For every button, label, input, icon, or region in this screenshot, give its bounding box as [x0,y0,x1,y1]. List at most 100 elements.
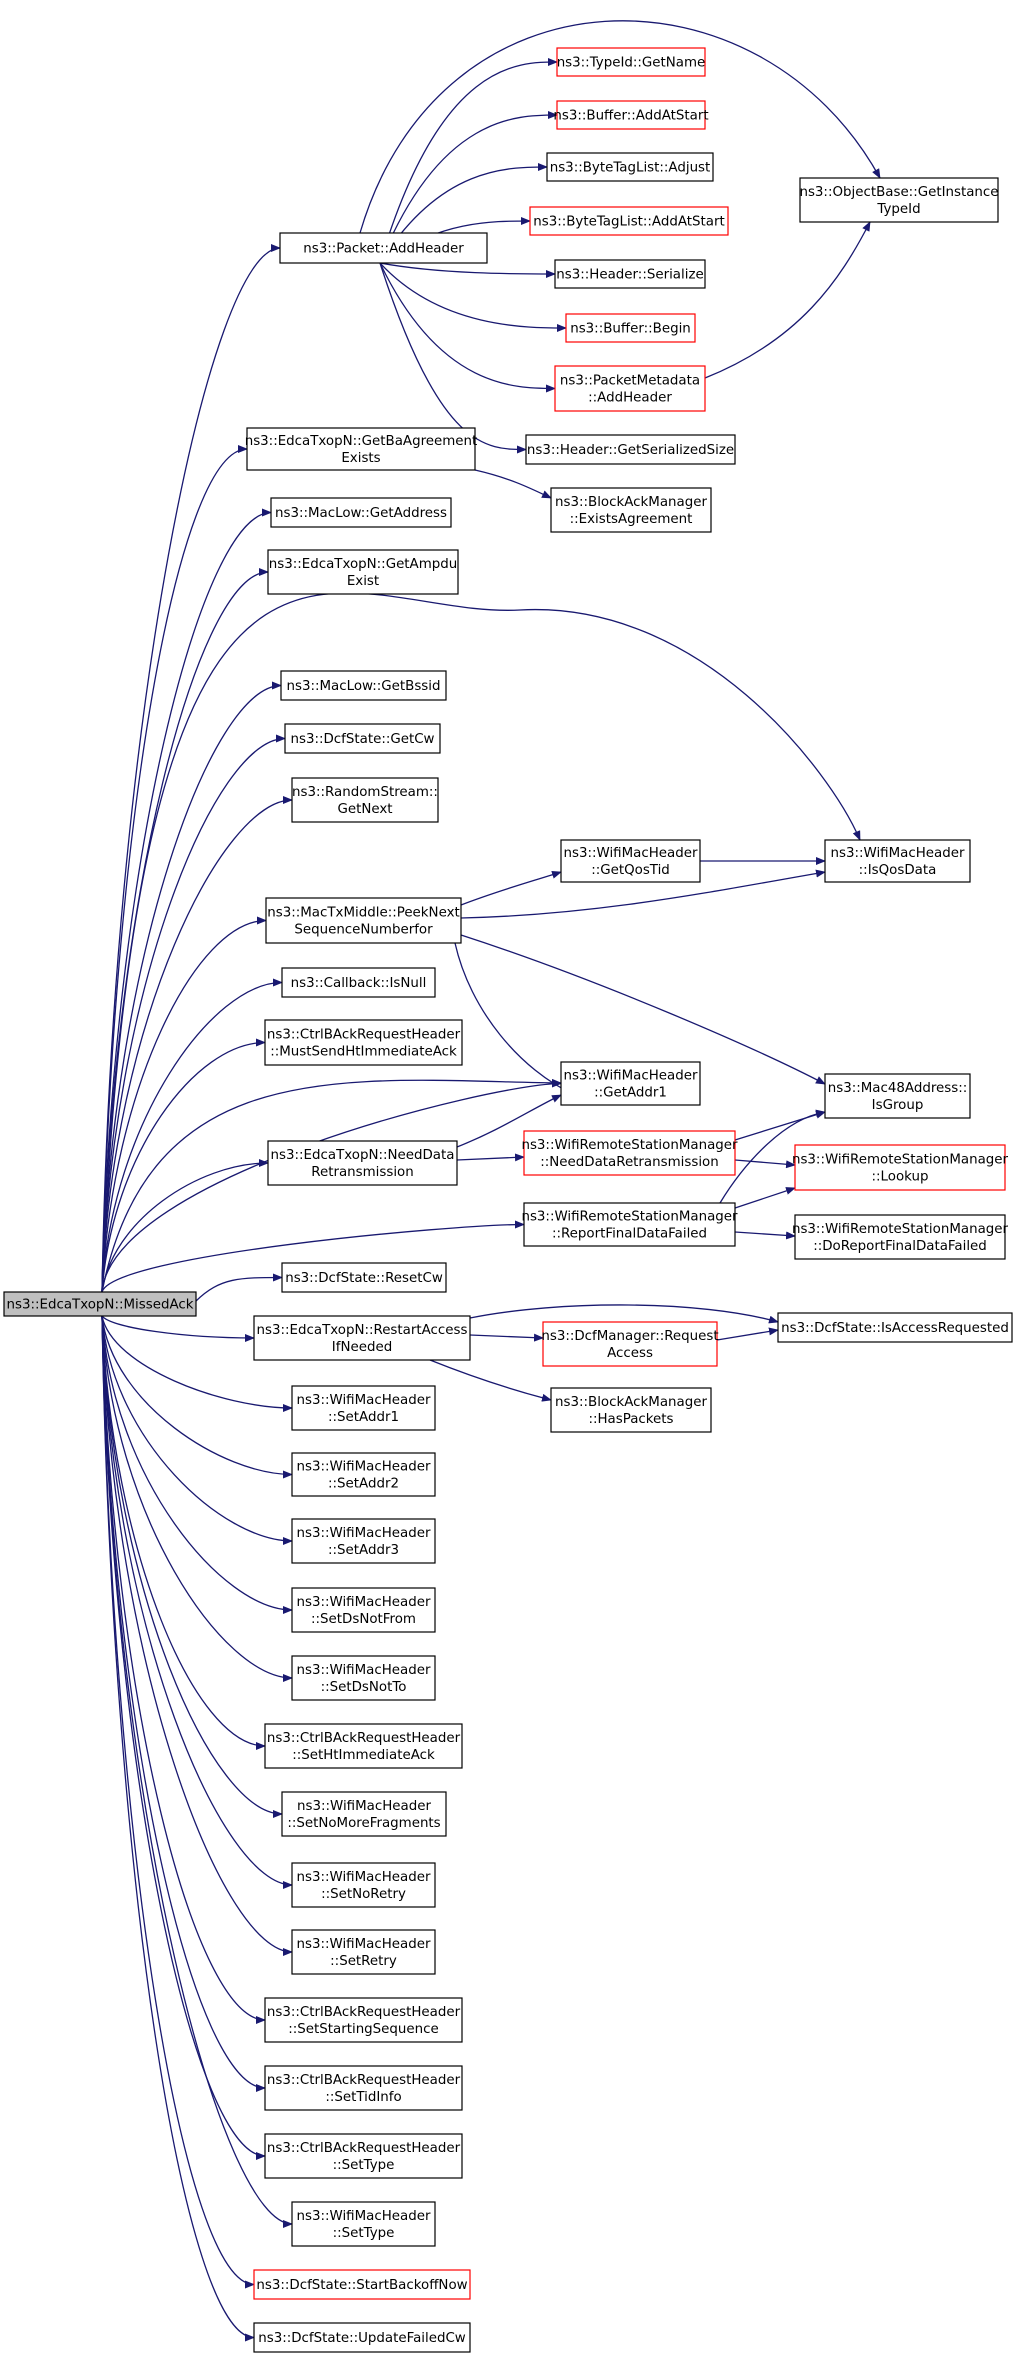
node-label: ns3::CtrlBAckRequestHeader [267,1028,461,1043]
node-label: ns3::MacTxMiddle::PeekNext [267,906,460,921]
node-setnoretry[interactable]: ns3::WifiMacHeader::SetNoRetry [291,1862,436,1908]
node-dcfgetcw[interactable]: ns3::DcfState::GetCw [284,723,441,754]
node-setnomorefrag[interactable]: ns3::WifiMacHeader::SetNoMoreFragments [281,1791,447,1837]
node-rsgetnext[interactable]: ns3::RandomStream::GetNext [291,777,439,823]
edge-getname [379,58,558,264]
node-box [267,549,459,595]
node-getname[interactable]: ns3::TypeId::GetName [556,47,706,77]
node-label: ns3::BlockAckManager [555,495,707,510]
node-label: ns3::EdcaTxopN::NeedData [271,1148,455,1163]
edge-root-getaddr1 [101,1078,562,1293]
node-bufaddstart[interactable]: ns3::Buffer::AddAtStart [553,100,709,130]
node-box [777,1312,1013,1343]
node-bufbegin[interactable]: ns3::Buffer::Begin [565,313,696,343]
node-label: ::SetNoMoreFragments [287,1816,440,1831]
node-startbackoff[interactable]: ns3::DcfState::StartBackoffNow [253,2269,471,2300]
node-baexists[interactable]: ns3::BlockAckManager::ExistsAgreement [550,487,712,533]
node-label: ::SetTidInfo [325,2090,401,2105]
node-setaddr3[interactable]: ns3::WifiMacHeader::SetAddr3 [291,1518,436,1564]
node-haspackets[interactable]: ns3::BlockAckManager::HasPackets [550,1387,712,1433]
node-label: ns3::CtrlBAckRequestHeader [267,2005,461,2020]
node-label: ns3::TypeId::GetName [557,56,706,71]
edge-needdata-getaddr1 [456,1094,562,1148]
node-setdsnotto[interactable]: ns3::WifiMacHeader::SetDsNotTo [291,1655,436,1701]
node-wrsmneed[interactable]: ns3::WifiRemoteStationManager::NeedDataR… [521,1130,738,1176]
node-getqostid[interactable]: ns3::WifiMacHeader::GetQosTid [560,839,701,883]
node-box [794,1214,1006,1260]
node-isqosdata[interactable]: ns3::WifiMacHeader::IsQosData [824,839,971,883]
edge-addheader-objbase [359,20,881,234]
edge-updatefailed [101,1315,255,2342]
node-settypewmh[interactable]: ns3::WifiMacHeader::SetType [291,2201,436,2247]
node-hdrserialize[interactable]: ns3::Header::Serialize [554,259,706,289]
edge-cbisnull [101,978,283,1293]
node-box [264,1019,463,1066]
node-mlgetaddr[interactable]: ns3::MacLow::GetAddress [270,497,452,528]
node-label: Exists [341,451,380,466]
node-box [3,1291,197,1317]
node-label: ::ReportFinalDataFailed [552,1227,707,1242]
node-btladjust[interactable]: ns3::ByteTagList::Adjust [546,152,714,182]
node-box [264,2065,463,2111]
node-settidinfo[interactable]: ns3::CtrlBAckRequestHeader::SetTidInfo [264,2065,463,2111]
node-resetcw[interactable]: ns3::DcfState::ResetCw [281,1262,447,1293]
node-label: ns3::EdcaTxopN::GetAmpdu [269,557,458,572]
edge-sethtimm [101,1315,266,1750]
node-label: ns3::Packet::AddHeader [303,242,464,257]
edge-needdata-wrsmneed [456,1153,525,1162]
node-setaddr2[interactable]: ns3::WifiMacHeader::SetAddr2 [291,1452,436,1497]
node-addheader[interactable]: ns3::Packet::AddHeader [279,232,488,264]
edge-restart-isaccessreq [469,1304,779,1324]
node-box [291,777,439,823]
node-box [281,1791,447,1837]
node-box [264,1997,463,2043]
node-box [550,1387,712,1433]
node-peeknext[interactable]: ns3::MacTxMiddle::PeekNextSequenceNumber… [265,897,462,944]
node-cbisnull[interactable]: ns3::Callback::IsNull [281,967,436,998]
node-btladdstart[interactable]: ns3::ByteTagList::AddAtStart [529,206,729,236]
node-label: ns3::PacketMetadata [560,374,700,389]
node-isaccessreq[interactable]: ns3::DcfState::IsAccessRequested [777,1312,1013,1343]
node-label: ::GetQosTid [591,863,670,878]
node-label: ns3::CtrlBAckRequestHeader [267,1731,461,1746]
node-label: ns3::EdcaTxopN::MissedAck [7,1298,194,1313]
node-hdrgetsize[interactable]: ns3::Header::GetSerializedSize [525,434,736,465]
node-lookup[interactable]: ns3::WifiRemoteStationManager::Lookup [792,1144,1009,1191]
node-setretry[interactable]: ns3::WifiMacHeader::SetRetry [291,1929,436,1975]
node-getaddr1[interactable]: ns3::WifiMacHeader::GetAddr1 [560,1061,701,1106]
node-label: ns3::WifiMacHeader [297,1460,431,1475]
node-mlgetbssid[interactable]: ns3::MacLow::GetBssid [280,670,447,701]
node-doreport[interactable]: ns3::WifiRemoteStationManager::DoReportF… [792,1214,1009,1260]
node-mustsend[interactable]: ns3::CtrlBAckRequestHeader::MustSendHtIm… [264,1019,463,1066]
node-updatefailed[interactable]: ns3::DcfState::UpdateFailedCw [253,2322,471,2353]
node-sethtimm[interactable]: ns3::CtrlBAckRequestHeader::SetHtImmedia… [264,1723,463,1769]
node-needdata[interactable]: ns3::EdcaTxopN::NeedDataRetransmission [267,1140,458,1186]
node-setaddr1[interactable]: ns3::WifiMacHeader::SetAddr1 [291,1385,436,1431]
edge-settidinfo [101,1315,266,2092]
node-setdsnotfrom[interactable]: ns3::WifiMacHeader::SetDsNotFrom [291,1587,436,1633]
edge-rsgetnext [101,796,293,1293]
node-label: Access [607,1346,653,1361]
node-box [291,1385,436,1431]
node-label: ::SetStartingSequence [288,2022,438,2037]
node-label: IfNeeded [332,1340,392,1355]
node-label: ns3::WifiMacHeader [297,1937,431,1952]
edge-setaddr1 [101,1315,293,1412]
node-label: ::AddHeader [588,391,672,406]
node-label: ::SetAddr3 [328,1543,399,1558]
node-label: ns3::WifiMacHeader [564,1069,698,1084]
node-setstartseq[interactable]: ns3::CtrlBAckRequestHeader::SetStartingS… [264,1997,463,2043]
node-reportfinal[interactable]: ns3::WifiRemoteStationManager::ReportFin… [521,1202,738,1247]
node-macisgroup[interactable]: ns3::Mac48Address::IsGroup [824,1073,971,1119]
node-pmaddheader[interactable]: ns3::PacketMetadata::AddHeader [554,365,706,412]
node-root[interactable]: ns3::EdcaTxopN::MissedAck [3,1291,197,1317]
edge-needdata [101,1159,269,1293]
edge-setaddr2 [101,1315,293,1479]
node-settypectrl[interactable]: ns3::CtrlBAckRequestHeader::SetType [264,2133,463,2179]
